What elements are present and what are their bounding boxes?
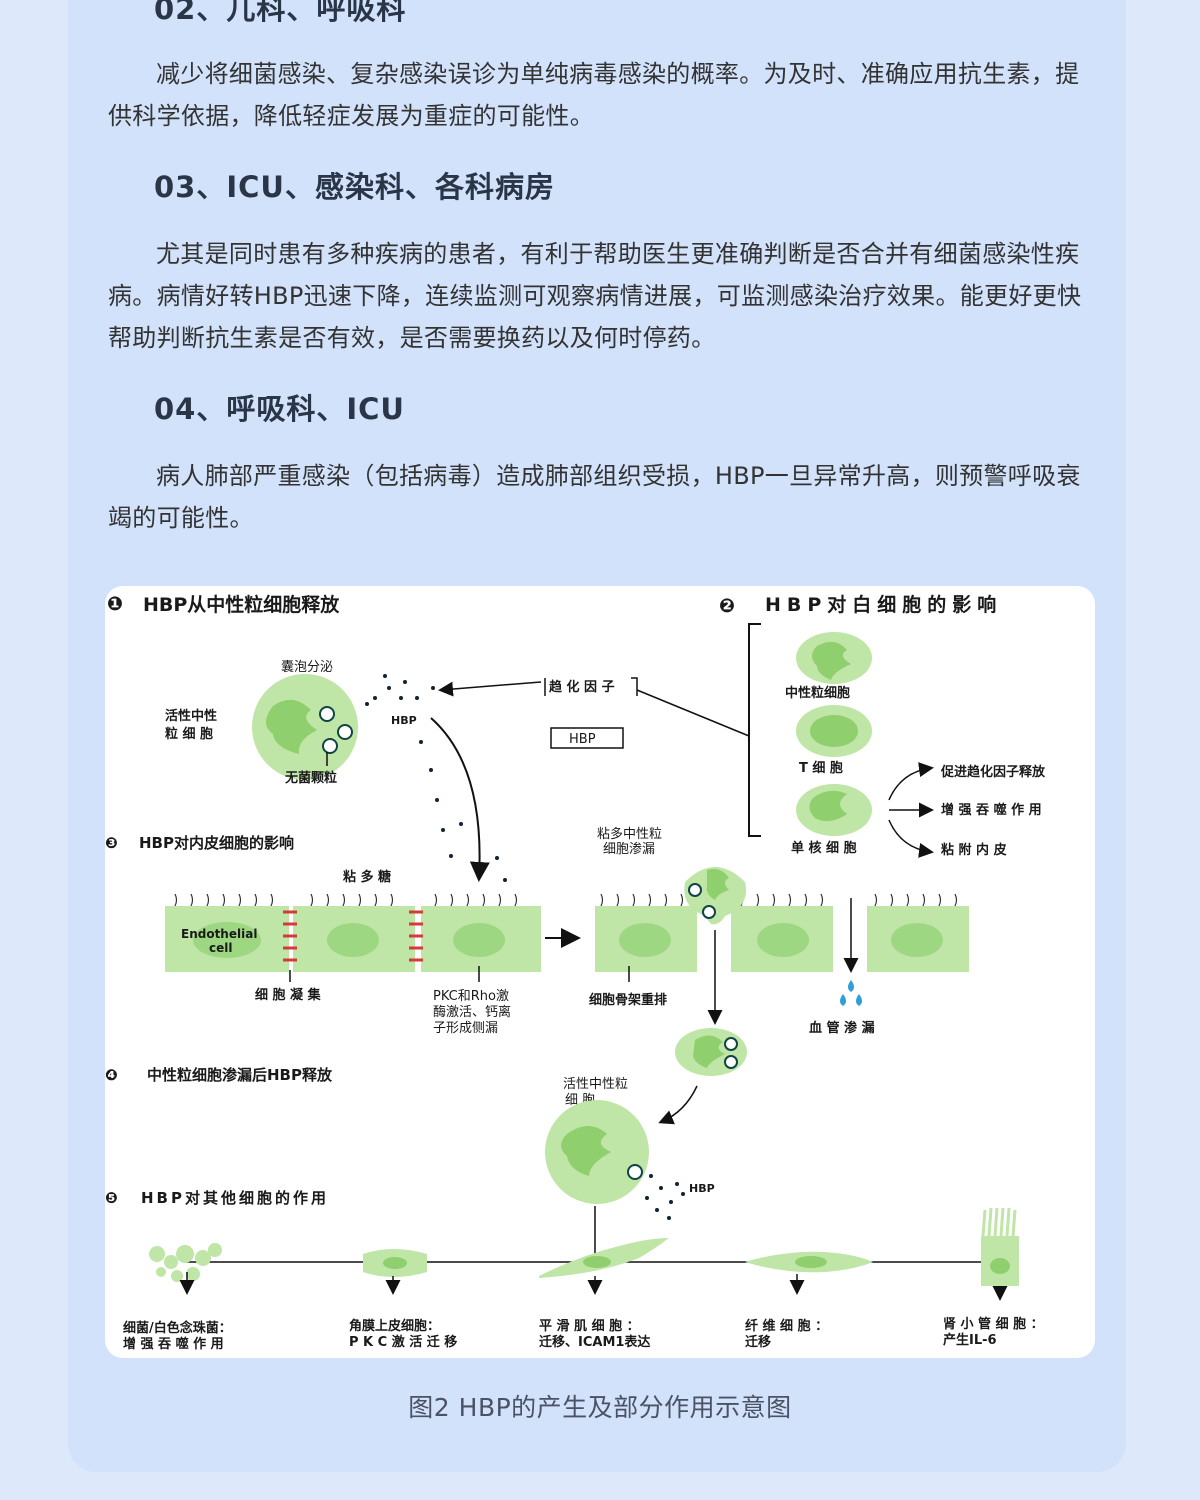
section-body-respiratory-icu: 病人肺部严重感染（包括病毒）造成肺部组织受损，HBP一旦异常升高，则预警呼吸衰竭…	[108, 462, 1081, 532]
hbp-diagram-svg: ❶ HBP从中性粒细胞释放 囊泡分泌 活性中性 粒 细 胞 无菌颗粒 HBP	[105, 593, 1046, 1352]
label-cell5-2: 产生IL-6	[943, 1332, 997, 1348]
label-effect-phagocytosis: 增 强 吞 噬 作 用	[941, 802, 1042, 818]
label-pkc-2: 酶激活、钙离	[433, 1004, 511, 1020]
hbp-box-label: HBP	[569, 732, 596, 747]
label-cytoskeleton: 细胞骨架重排	[589, 992, 667, 1008]
hbp-particles-falling	[419, 740, 507, 882]
junction-leak-markers	[283, 910, 423, 962]
released-hbp-particles	[645, 1174, 685, 1220]
label-active-neutrophil2-1: 活性中性粒	[563, 1077, 628, 1092]
step1-number: ❶	[107, 593, 123, 615]
leaked-neutrophil	[675, 1028, 747, 1076]
label-glycocalyx: 粘 多 糖	[342, 869, 391, 885]
step3-title: HBP对内皮细胞的影响	[139, 834, 294, 852]
label-active-neutrophil-1: 活性中性	[165, 708, 217, 724]
step5-arrows	[179, 1272, 1008, 1301]
label-cell4-1: 纤 维 细 胞 ：	[745, 1318, 828, 1334]
label-neutrophil: 中性粒细胞	[785, 685, 850, 701]
section-body-pediatrics: 减少将细菌感染、复杂感染误诊为单纯病毒感染的概率。为及时、准确应用抗生素，提供科…	[108, 60, 1080, 130]
section-heading-icu-infection: 03、ICU、感染科、各科病房	[154, 170, 555, 204]
label-hbp-small: HBP	[391, 714, 417, 727]
label-effect-adhesion: 粘 附 内 皮	[940, 842, 1007, 858]
label-hbp-release: HBP	[689, 1182, 715, 1195]
hbp-diagram: ❶ HBP从中性粒细胞释放 囊泡分泌 活性中性 粒 细 胞 无菌颗粒 HBP	[105, 586, 1095, 1358]
label-cell5-1: 肾 小 管 细 胞 ：	[943, 1316, 1044, 1332]
label-chemotactic-factor: 趋 化 因 子	[549, 679, 615, 695]
hbp-particles-release	[365, 674, 435, 706]
label-cell3-2: 迁移、ICAM1表达	[539, 1334, 650, 1350]
label-pkc-1: PKC和Rho激	[433, 989, 509, 1004]
hbp-box	[550, 727, 624, 749]
bacteria-candida	[149, 1243, 222, 1282]
step2-number: ❷	[719, 595, 735, 617]
monocyte-cell	[796, 784, 872, 836]
renal-tubular-cell	[981, 1207, 1019, 1286]
label-pkc-3: 子形成侧漏	[433, 1020, 498, 1036]
step5-number: ❺	[105, 1189, 118, 1207]
label-endothelial-2: cell	[209, 941, 232, 955]
label-cell2-1: 角膜上皮细胞：	[349, 1318, 440, 1334]
section-heading-respiratory-icu: 04、呼吸科、ICU	[154, 392, 405, 426]
step2-title: HBP对白细胞的影响	[765, 593, 1002, 616]
neutrophil-cell	[796, 632, 872, 684]
label-sterile-granule: 无菌颗粒	[284, 770, 337, 786]
step5-title: HBP对其他细胞的作用	[141, 1189, 329, 1207]
label-active-neutrophil-2: 粒 细 胞	[165, 726, 213, 742]
label-cell1-1: 细菌/白色念珠菌：	[123, 1320, 232, 1336]
step4-number: ❹	[105, 1066, 118, 1084]
label-endothelial-1: Endothelial	[181, 927, 257, 941]
endothelial-row-left	[165, 906, 541, 972]
glycocalyx-strands	[174, 893, 958, 907]
t-cell	[796, 705, 872, 757]
endothelial-row-right	[595, 906, 969, 972]
label-monocyte: 单 核 细 胞	[791, 840, 857, 856]
step3-number: ❸	[105, 834, 118, 852]
label-cell4-2: 迁移	[745, 1334, 771, 1350]
section-body-icu-infection: 尤其是同时患有多种疾病的患者，有利于帮助医生更准确判断是否合并有细菌感染性疾病。…	[108, 240, 1082, 352]
label-cell-aggregation: 细 胞 凝 集	[255, 987, 322, 1003]
label-neutrophil-leak-1: 粘多中性粒	[597, 826, 662, 842]
label-cell2-2: P K C 激 活 迁 移	[349, 1334, 457, 1350]
figure-caption: 图2 HBP的产生及部分作用示意图	[408, 1393, 792, 1422]
releasing-neutrophil	[545, 1100, 649, 1204]
active-neutrophil-cell	[252, 674, 358, 780]
label-cell3-1: 平 滑 肌 细 胞 ：	[539, 1318, 640, 1334]
label-vesicle-secretion: 囊泡分泌	[281, 659, 333, 675]
label-effect-chemotaxis: 促进趋化因子释放	[940, 764, 1046, 780]
migrating-neutrophil	[684, 867, 747, 925]
label-neutrophil-leak-2: 细胞渗漏	[603, 841, 655, 857]
label-t-cell: T 细 胞	[799, 760, 843, 776]
step1-title: HBP从中性粒细胞释放	[143, 593, 340, 616]
leak-drops	[840, 980, 862, 1006]
label-vascular-leak: 血 管 渗 漏	[809, 1020, 875, 1036]
section-heading-pediatrics: 02、儿科、呼吸科	[154, 0, 407, 26]
step2-bracket	[748, 623, 761, 837]
label-cell1-2: 增 强 吞 噬 作 用	[123, 1336, 224, 1352]
step4-title: 中性粒细胞渗漏后HBP释放	[147, 1066, 333, 1084]
